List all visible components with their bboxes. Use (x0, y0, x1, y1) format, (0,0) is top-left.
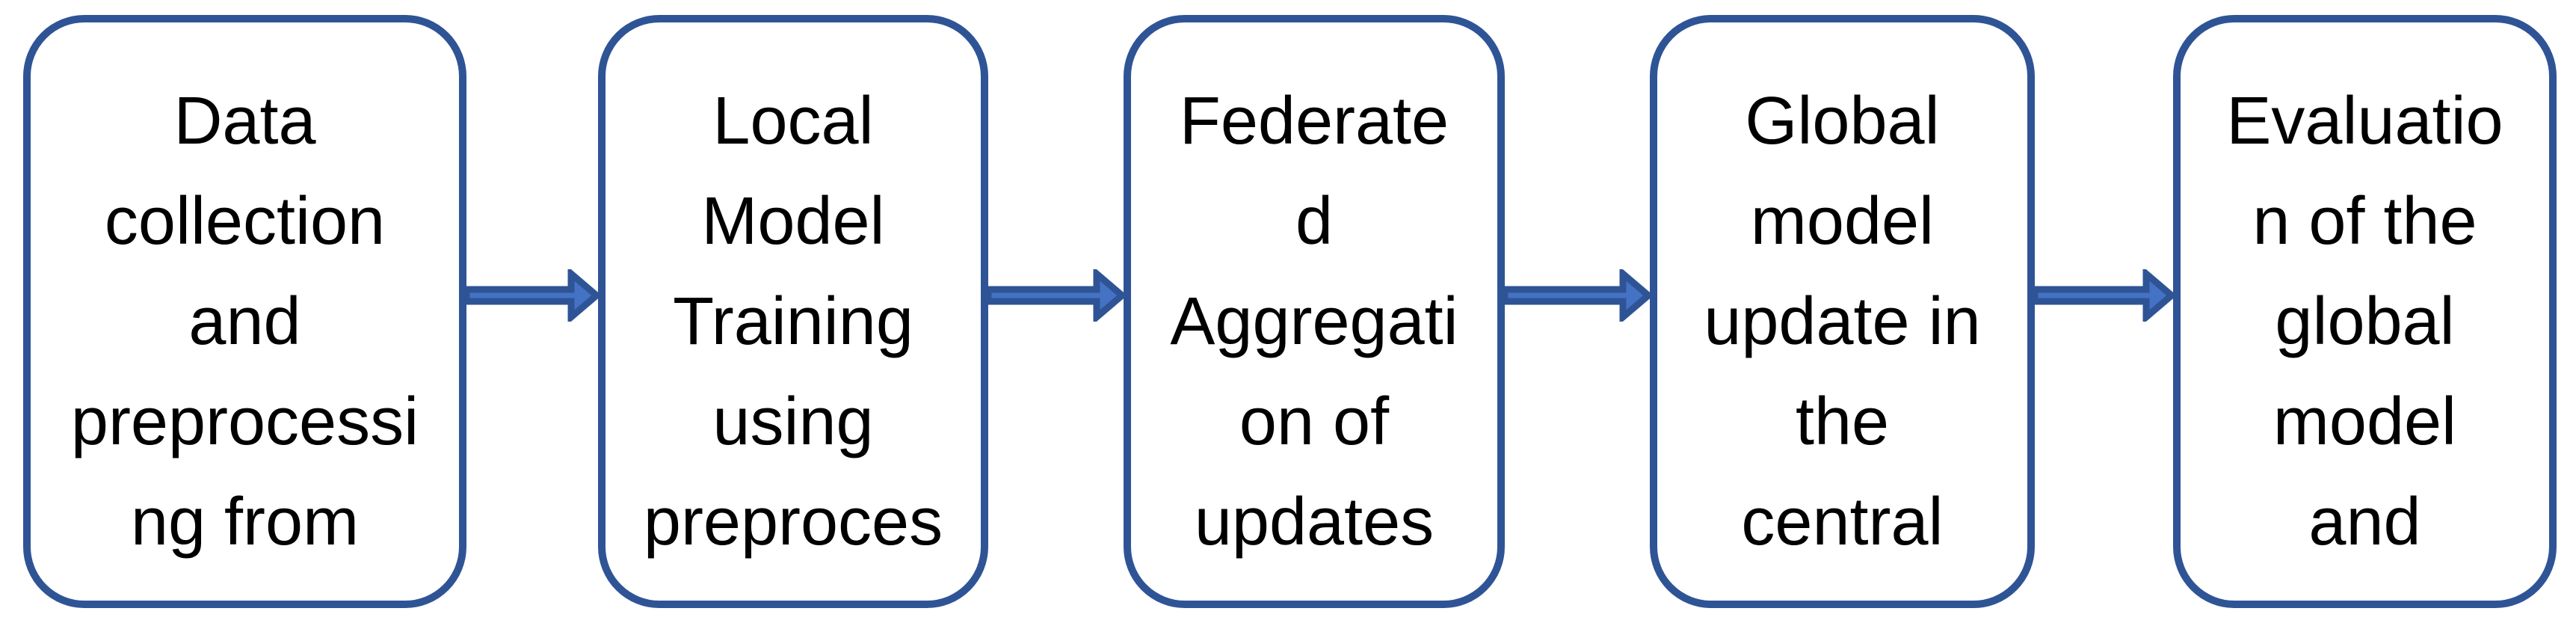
step-box-3: Federate d Aggregati on of updates (1124, 15, 1505, 608)
flow-arrow-icon (1503, 269, 1650, 322)
step-box-3-label: Federate d Aggregati on of updates (1170, 84, 1458, 559)
flow-arrow-icon (2033, 269, 2173, 322)
step-box-1: Data collection and preprocessi ng from (23, 15, 466, 608)
step-box-2: Local Model Training using preproces (598, 15, 988, 608)
step-box-5: Evaluatio n of the global model and (2173, 15, 2557, 608)
step-box-4: Global model update in the central (1650, 15, 2035, 608)
step-box-5-label: Evaluatio n of the global model and (2226, 84, 2503, 559)
step-box-1-label: Data collection and preprocessi ng from (70, 84, 419, 559)
flow-arrow-icon (987, 269, 1124, 322)
step-box-4-label: Global model update in the central (1704, 84, 1981, 559)
flow-arrow-icon (465, 269, 598, 322)
step-box-2-label: Local Model Training using preproces (643, 84, 943, 559)
